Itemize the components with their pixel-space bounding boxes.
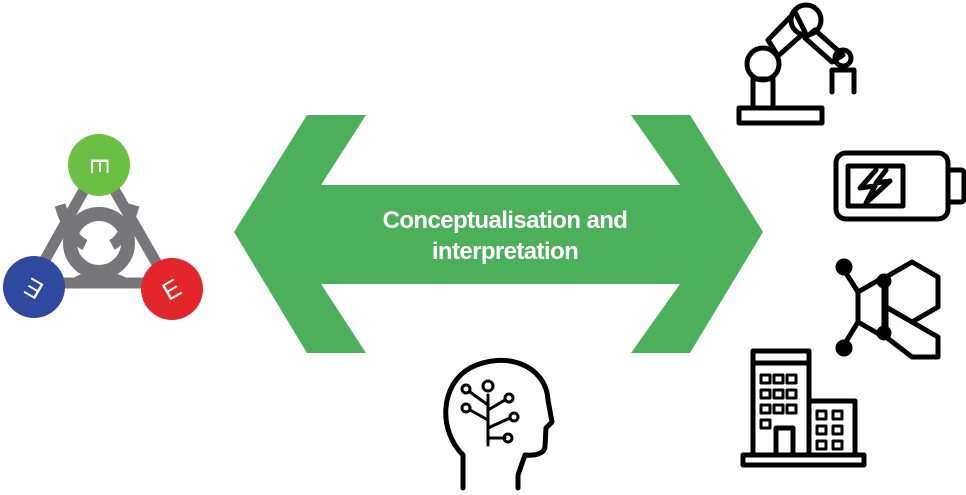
brain-head-icon <box>443 357 555 491</box>
logo-node-right <box>141 258 203 320</box>
arrow-label-line2: interpretation <box>431 238 579 265</box>
logo-node-top <box>68 134 130 196</box>
robotic-arm-icon <box>736 2 857 126</box>
double-arrow <box>234 115 763 353</box>
logo-node-left <box>3 256 65 318</box>
molecule-icon <box>835 258 941 360</box>
logo-letter-top: E <box>85 158 113 175</box>
arrow-label-line1: Conceptualisation and <box>382 207 628 234</box>
battery-charging-icon <box>833 150 966 222</box>
triple-e-logo-icon: E E E <box>3 134 203 320</box>
building-icon <box>740 348 867 468</box>
arrow-label: Conceptualisation and interpretation <box>330 205 680 267</box>
